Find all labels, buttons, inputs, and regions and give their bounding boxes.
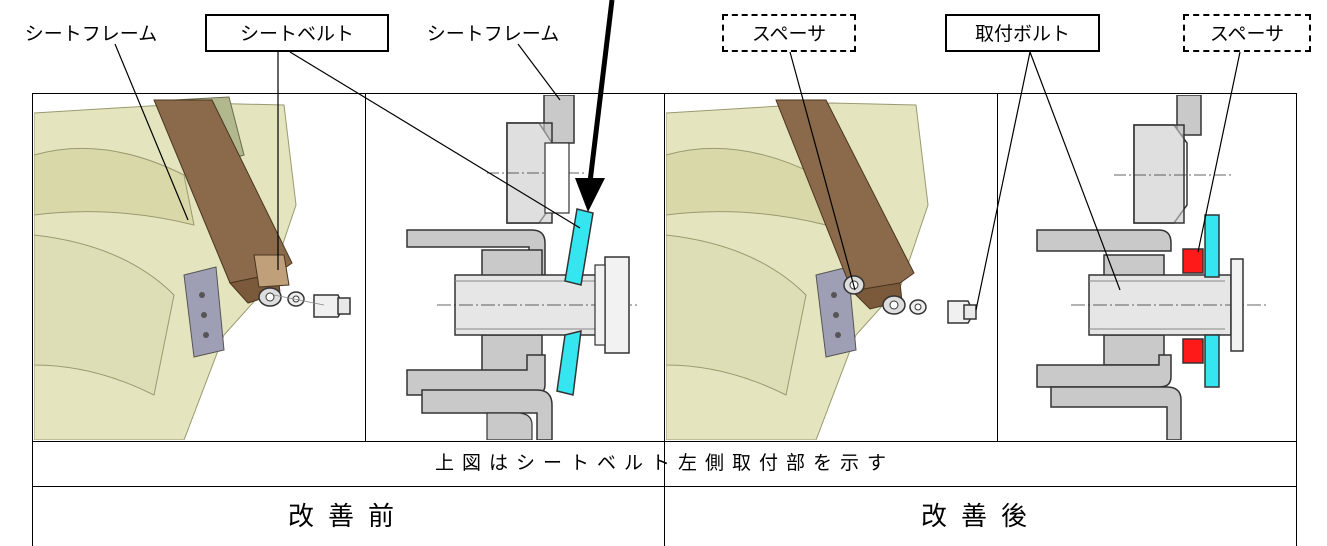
section-view-before <box>367 95 663 440</box>
after-label: 改善後 <box>920 502 1041 532</box>
before-label: 改善前 <box>287 502 408 532</box>
figure-caption: 上図はシートベルト左側取付部を示す <box>434 452 894 474</box>
divider-2 <box>664 93 665 546</box>
label-spacer-2: スペーサ <box>1183 14 1311 52</box>
section-view-after <box>999 95 1296 440</box>
label-seat-frame-left: シートフレーム <box>24 23 158 45</box>
divider-1 <box>365 93 366 441</box>
seat-view-before <box>34 95 364 440</box>
label-spacer-1: スペーサ <box>722 14 856 52</box>
label-mount-bolt: 取付ボルト <box>945 14 1100 52</box>
divider-3 <box>997 93 998 441</box>
label-seat-frame-right: シートフレーム <box>426 23 560 45</box>
label-seat-belt: シートベルト <box>205 14 389 52</box>
seat-view-after <box>666 95 996 440</box>
caption-bottom-rule <box>32 486 1297 487</box>
caption-top-rule <box>32 441 1297 442</box>
